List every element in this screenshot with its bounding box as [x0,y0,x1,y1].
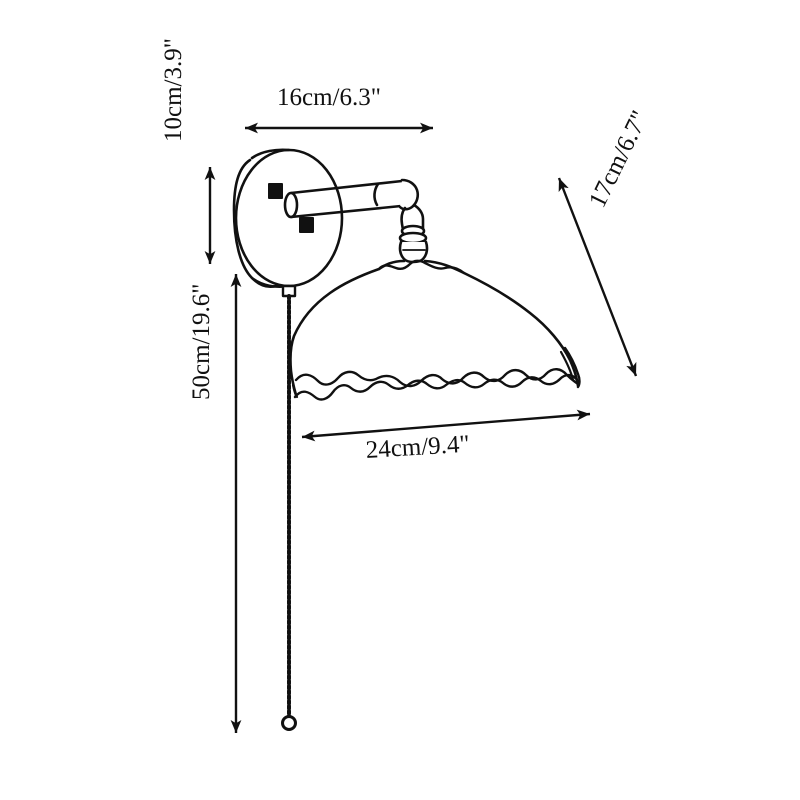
shade-wavy-edge-back [294,368,580,388]
wall-mount-plate [232,148,344,289]
plate-height-dimension-label: 10cm/3.9" [160,38,187,142]
extension-arm [283,178,420,219]
shade-right-fold [563,346,581,389]
shade-left-fold [291,383,299,399]
plate-screw-holes [268,183,314,233]
dimension-arrows [204,122,638,733]
scalloped-dome-shade [289,259,581,401]
width-dimension-label: 16cm/6.3" [277,84,381,111]
total-height-dimension-label: 50cm/19.6" [188,283,215,400]
lamp-socket [398,240,429,264]
shade-slant-dimension-arrow [557,177,638,377]
screw-hole-lower [299,217,314,233]
shade-diameter-dimension-arrow [301,409,591,442]
lamp-illustration [232,148,581,731]
swivel-joint [398,203,428,245]
shade-top-scallop [377,259,466,275]
screw-hole-upper [268,183,283,199]
pull-chain-ring [281,715,297,731]
pull-chain-switch [281,284,297,731]
shade-right-fold-inner [559,350,575,382]
